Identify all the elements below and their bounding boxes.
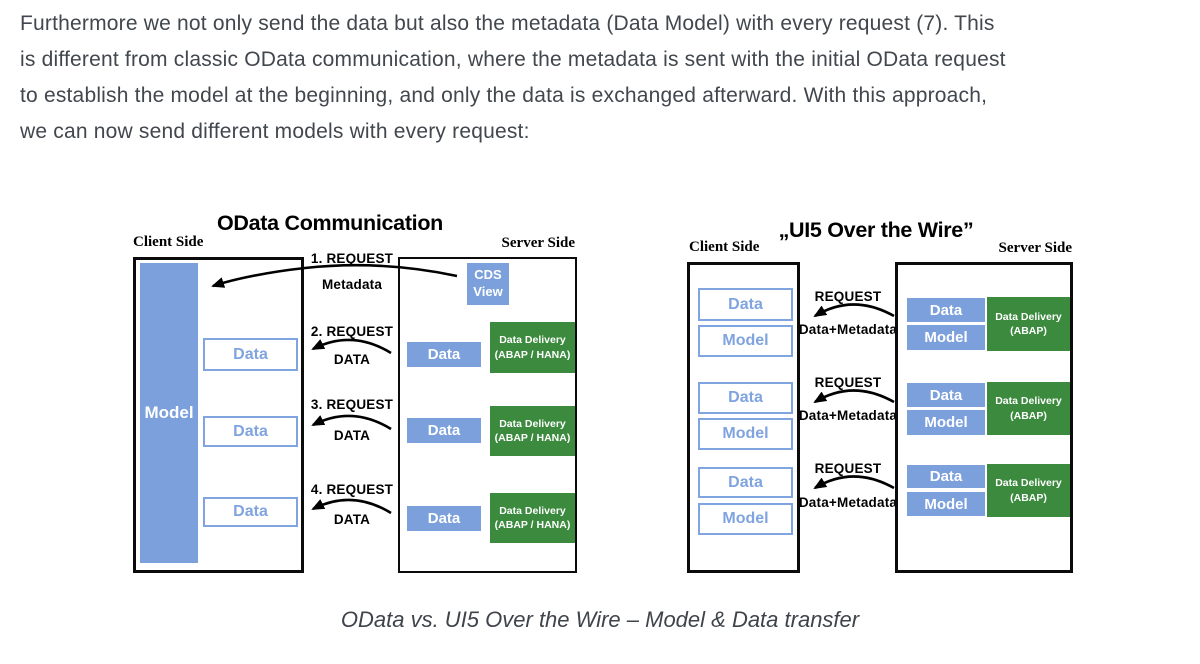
request-step-label: 2. REQUEST (310, 324, 394, 339)
client-side-label: Client Side (133, 234, 204, 250)
request-payload-label: Data+Metadata (798, 322, 898, 337)
request-arrow-icon (813, 303, 895, 318)
server-data-box: Data (907, 465, 985, 488)
server-data-box: Data (407, 506, 481, 531)
client-data-box: Data (203, 338, 298, 371)
client-model-box: Model (698, 325, 793, 357)
cds-view-box: CDS View (467, 263, 509, 305)
client-side-label: Client Side (689, 239, 760, 255)
delivery-line: Data Delivery (995, 310, 1062, 323)
request-payload-label: DATA (333, 428, 371, 443)
intro-paragraph: Furthermore we not only send the data bu… (20, 6, 1192, 150)
server-model-box: Model (907, 325, 985, 350)
delivery-line: Data Delivery (499, 334, 566, 347)
request-payload-label: DATA (333, 512, 371, 527)
request-step-label: 1. REQUEST (310, 251, 394, 266)
request-step-label: 4. REQUEST (310, 482, 394, 497)
client-data-box: Data (203, 416, 298, 447)
data-delivery-box: Data Delivery (ABAP / HANA) (490, 406, 575, 456)
server-data-box: Data (407, 418, 481, 443)
request-step-label: 3. REQUEST (310, 397, 394, 412)
cds-view-line: View (473, 284, 503, 299)
request-step-label: REQUEST (814, 289, 882, 304)
server-data-box: Data (907, 383, 985, 407)
delivery-line: (ABAP) (1010, 325, 1047, 337)
client-data-box: Data (698, 382, 793, 414)
request-arrow-icon (813, 475, 895, 490)
request-payload-label: Data+Metadata (798, 495, 898, 510)
data-delivery-box: Data Delivery (ABAP) (987, 464, 1070, 517)
delivery-line: (ABAP) (1010, 491, 1047, 504)
server-data-box: Data (407, 342, 481, 367)
client-model-box: Model (698, 418, 793, 450)
data-delivery-box: Data Delivery (ABAP) (987, 382, 1070, 435)
delivery-line: Data Delivery (995, 477, 1062, 490)
delivery-line: (ABAP / HANA) (494, 519, 571, 531)
intro-line: is different from classic OData communic… (20, 48, 1006, 71)
intro-line: Furthermore we not only send the data bu… (20, 12, 995, 35)
client-data-box: Data (698, 288, 793, 321)
client-data-box: Data (698, 467, 793, 498)
model-column: Model (140, 263, 198, 563)
delivery-line: (ABAP / HANA) (494, 432, 571, 444)
intro-line: to establish the model at the beginning,… (20, 84, 988, 107)
data-delivery-box: Data Delivery (ABAP / HANA) (490, 493, 575, 543)
server-model-box: Model (907, 410, 985, 435)
data-delivery-box: Data Delivery (ABAP / HANA) (490, 322, 575, 373)
model-label: Model (144, 403, 194, 422)
cds-view-line: CDS (474, 267, 502, 283)
server-side-label: Server Side (998, 240, 1072, 256)
ui5-title: „UI5 Over the Wire” (778, 218, 974, 242)
delivery-line: Data Delivery (499, 417, 566, 430)
server-data-box: Data (907, 298, 985, 322)
request-arrow-icon (813, 389, 895, 404)
server-model-box: Model (907, 492, 985, 516)
data-delivery-box: Data Delivery (ABAP) (987, 297, 1070, 351)
request-step-label: REQUEST (814, 461, 882, 476)
delivery-line: (ABAP) (1010, 409, 1047, 422)
odata-title: OData Communication (216, 211, 444, 235)
request-payload-label: Metadata (321, 277, 383, 292)
server-side-label: Server Side (501, 235, 575, 251)
delivery-line: Data Delivery (995, 395, 1062, 408)
client-model-box: Model (698, 503, 793, 535)
client-data-box: Data (203, 497, 298, 527)
delivery-line: Data Delivery (499, 504, 566, 517)
request-payload-label: DATA (333, 352, 371, 367)
intro-line: we can now send different models with ev… (20, 120, 530, 143)
delivery-line: (ABAP / HANA) (494, 348, 571, 361)
request-step-label: REQUEST (814, 375, 882, 390)
request-payload-label: Data+Metadata (798, 408, 898, 423)
figure-caption: OData vs. UI5 Over the Wire – Model & Da… (340, 607, 860, 632)
